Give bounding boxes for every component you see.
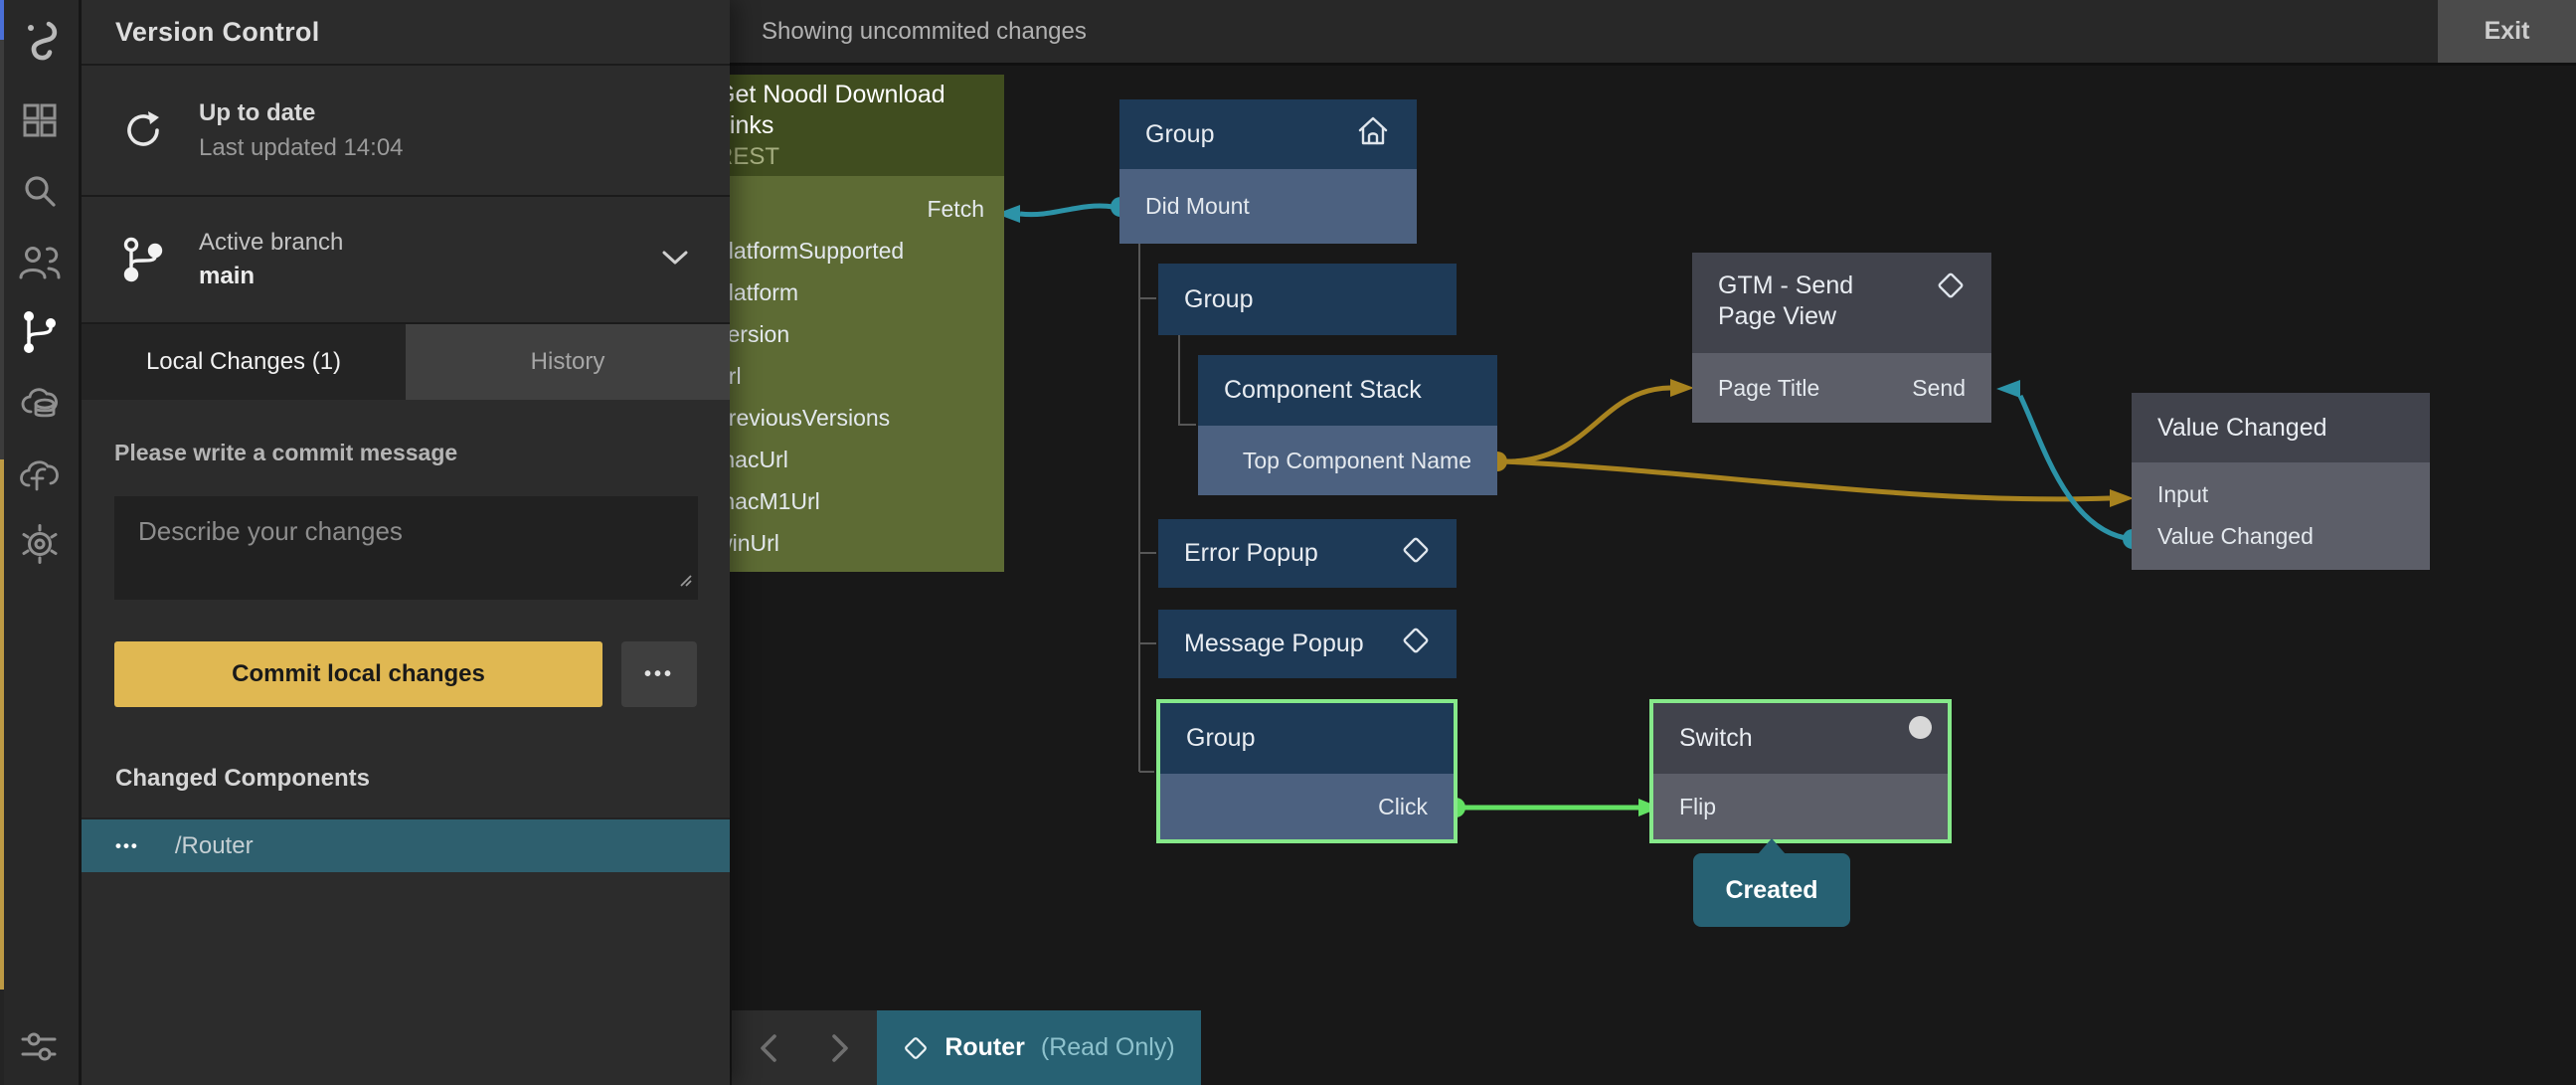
component-diamond-icon — [1401, 626, 1431, 662]
component-dots-icon: ••• — [115, 835, 139, 855]
port-flip: Flip — [1679, 793, 1717, 819]
exit-button[interactable]: Exit — [2438, 0, 2576, 63]
node-title: Component Stack — [1224, 376, 1422, 404]
node-gtm-send-page-view[interactable]: GTM - Send Page View Page Title Send — [1692, 253, 1991, 423]
node-title: Switch — [1679, 724, 1753, 752]
node-component-stack[interactable]: Component Stack Top Component Name — [1198, 355, 1497, 495]
port-output: previousVersions — [716, 404, 891, 431]
node-title: Group — [1145, 119, 1215, 148]
active-branch-label: Active branch — [199, 229, 344, 256]
read-only-badge: (Read Only) — [1040, 1033, 1175, 1061]
components-grid-icon[interactable] — [13, 93, 67, 147]
tab-local-changes[interactable]: Local Changes (1) — [82, 324, 406, 400]
component-diamond-icon — [1401, 535, 1431, 572]
nav-back-icon[interactable] — [755, 1031, 784, 1065]
panel-tabs: Local Changes (1) History — [82, 324, 730, 400]
node-title: Group — [1184, 284, 1254, 313]
node-error-popup[interactable]: Error Popup — [1158, 519, 1457, 588]
component-tab-label: Router — [945, 1033, 1025, 1061]
node-title: Group — [1186, 724, 1256, 752]
version-control-branch-icon[interactable] — [13, 305, 67, 359]
port-value-changed: Value Changed — [2157, 522, 2314, 549]
canvas-top-bar: Showing uncommited changes Exit — [730, 0, 2576, 66]
port-input: Input — [2157, 480, 2209, 507]
component-nav-bar — [732, 1010, 877, 1085]
node-status-dot — [1909, 716, 1932, 739]
changed-component-name: /Router — [174, 831, 254, 859]
page-title: Version Control — [115, 16, 320, 47]
activity-bar — [0, 0, 82, 1085]
open-component-tab-router[interactable]: Router (Read Only) — [877, 1010, 1201, 1085]
port-click: Click — [1378, 793, 1428, 819]
active-branch-name: main — [199, 263, 256, 289]
node-title: Message Popup — [1184, 630, 1364, 657]
panel-header: Version Control — [82, 0, 730, 66]
port-top-component-name: Top Component Name — [1242, 447, 1471, 473]
node-value-changed[interactable]: Value Changed Input Value Changed — [2132, 393, 2430, 570]
cloud-functions-icon[interactable] — [13, 447, 67, 500]
chevron-down-icon — [660, 249, 690, 271]
commit-message-label: Please write a commit message — [114, 440, 458, 465]
more-options-button[interactable]: ••• — [621, 641, 697, 707]
search-icon[interactable] — [13, 164, 67, 218]
last-updated-text: Last updated 14:04 — [199, 133, 404, 161]
node-title: GTM - Send Page View — [1718, 271, 1854, 330]
commit-section: Please write a commit message Commit loc… — [82, 400, 730, 707]
port-fetch: Fetch — [927, 195, 984, 222]
node-title: Get Noodl Download Links — [716, 81, 945, 139]
commit-message-input[interactable] — [114, 496, 698, 600]
node-rest[interactable]: Get Noodl Download Links REST Fetch plat… — [686, 75, 1004, 572]
git-branch-icon — [121, 236, 165, 283]
port-page-title: Page Title — [1718, 374, 1820, 401]
collaboration-users-icon[interactable] — [13, 235, 67, 288]
port-output: platformSupported — [716, 237, 905, 264]
node-group-selected[interactable]: Group Click — [1156, 699, 1458, 843]
tab-history[interactable]: History — [406, 324, 730, 400]
commit-local-changes-button[interactable]: Commit local changes — [114, 641, 602, 707]
changed-component-row-router[interactable]: ••• /Router — [82, 817, 730, 872]
port-output: macM1Url — [716, 487, 820, 514]
component-diamond-icon — [903, 1035, 929, 1061]
refresh-icon[interactable] — [121, 108, 165, 152]
port-send: Send — [1912, 374, 1966, 401]
active-branch-row[interactable]: Active branch main — [82, 197, 730, 324]
preferences-sliders-icon[interactable] — [13, 1019, 67, 1073]
noodl-logo-icon[interactable] — [13, 14, 67, 68]
sync-status-row: Up to date Last updated 14:04 — [82, 66, 730, 197]
node-message-popup[interactable]: Message Popup — [1158, 610, 1457, 678]
cloud-data-icon[interactable] — [13, 376, 67, 430]
node-switch[interactable]: Switch Flip — [1649, 699, 1952, 843]
nav-forward-icon[interactable] — [824, 1031, 854, 1065]
component-diamond-icon — [1936, 271, 1966, 307]
node-group-home[interactable]: Group Did Mount — [1119, 99, 1417, 244]
node-group-child[interactable]: Group — [1158, 264, 1457, 335]
created-tooltip: Created — [1693, 838, 1850, 927]
uncommitted-changes-status: Showing uncommited changes — [762, 17, 1087, 45]
home-icon — [1355, 113, 1391, 156]
window-edge-strip — [0, 0, 4, 1085]
settings-gear-icon[interactable] — [13, 517, 67, 571]
node-title: Error Popup — [1184, 539, 1318, 567]
version-control-panel: Version Control Up to date Last updated … — [82, 0, 730, 1085]
sync-status-text: Up to date — [199, 98, 316, 126]
changed-components-heading: Changed Components — [115, 765, 370, 792]
port-did-mount: Did Mount — [1145, 193, 1250, 219]
node-title: Value Changed — [2157, 413, 2327, 442]
